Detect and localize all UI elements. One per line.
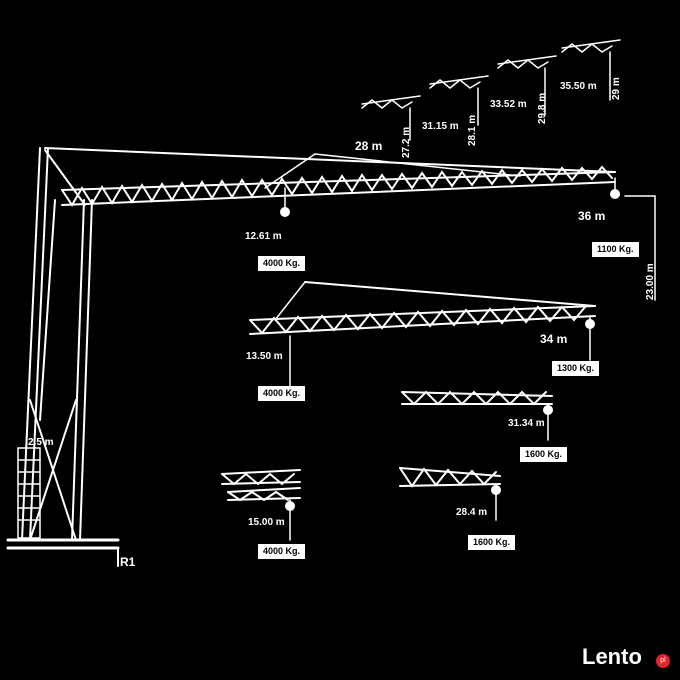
config-34-tip-load-box: 1300 Kg. (552, 361, 600, 376)
small-config-2-reach: 33.52 m (490, 99, 527, 110)
small-config-1-height: 29 m (611, 77, 622, 100)
config-34-reach-label: 34 m (540, 332, 568, 346)
config-15-load-box: 4000 Kg. (258, 544, 306, 559)
jib-extension-label: 28 m (355, 139, 383, 153)
base-width-label: 2.5 m (28, 437, 54, 448)
small-config-3-height: 28.1 m (467, 114, 478, 146)
config-31-tip-load-box: 1600 Kg. (520, 447, 568, 462)
config-28-reach-label: 28.4 m (456, 507, 488, 518)
small-config-1-reach: 35.50 m (560, 81, 597, 92)
main-mid-reach-label: 12.61 m (245, 231, 282, 242)
config-34-mid-reach-label: 13.50 m (246, 351, 283, 362)
config-31-reach-label: 31.34 m (508, 418, 545, 429)
small-config-4-height: 27.2 m (401, 126, 412, 158)
reaction-label: R1 (120, 555, 136, 569)
main-jib (44, 147, 616, 207)
jib-config-34m (249, 281, 596, 391)
config-34-mid-load-box: 4000 Kg. (258, 386, 306, 401)
crane-base (6, 538, 120, 550)
main-tip-load-box: 1100 Kg. (592, 242, 639, 257)
watermark-brand: Lento (582, 644, 642, 669)
tower-mast (21, 147, 93, 541)
jib-config-28m (399, 467, 501, 521)
main-mid-load-box: 4000 Kg. (258, 256, 306, 271)
jib-config-15m (221, 469, 301, 541)
jib-config-31m (401, 390, 553, 441)
main-reach-label: 36 m (578, 209, 606, 223)
watermark-tld-badge: pl (656, 654, 670, 668)
config-28-tip-load-box: 1600 Kg. (468, 535, 516, 550)
tower-height-label: 23.00 m (645, 263, 656, 300)
small-config-3-reach: 31.15 m (422, 121, 459, 132)
ballast-stack (17, 447, 41, 539)
small-config-2-height: 29.8 m (537, 92, 548, 124)
small-jib-configs (361, 39, 621, 141)
lento-watermark: Lento pl (582, 646, 674, 674)
config-15-reach-label: 15.00 m (248, 517, 285, 528)
